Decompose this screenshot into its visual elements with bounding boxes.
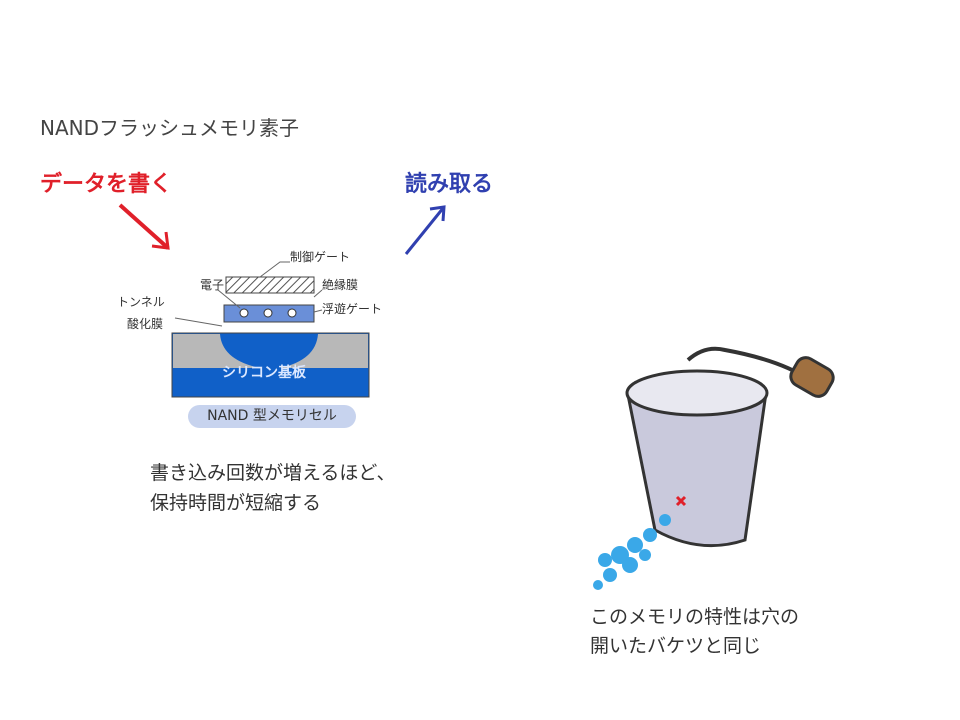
bucket-illustration [593, 346, 835, 590]
insulator-label: 絶縁膜 [322, 278, 359, 292]
tunnel-label: トンネル [117, 295, 165, 309]
control-gate [225, 276, 315, 294]
read-label: 読み取る [405, 172, 494, 197]
write-arrow [118, 203, 170, 250]
electrons [239, 308, 297, 318]
slide-title: NANDフラッシュメモリ素子 [40, 116, 300, 140]
cell-label: NAND 型メモリセル [188, 405, 356, 428]
description: 書き込み回数が増えるほど、 保持時間が短縮する [150, 458, 395, 518]
electron-label: 電子 [200, 278, 225, 292]
substrate-label: シリコン基板 [222, 365, 306, 381]
leader-lines [174, 261, 323, 327]
control-gate-label: 制御ゲート [290, 250, 351, 264]
description-line: 書き込み回数が増えるほど、 [150, 462, 396, 484]
write-label: データを書く [40, 172, 173, 197]
silicon-substrate [171, 332, 370, 398]
description-line: 保持時間が短縮する [150, 492, 322, 514]
caption-line: このメモリの特性は穴の [590, 606, 800, 628]
floating-gate-label: 浮遊ゲート [322, 302, 383, 316]
oxide-label: 酸化膜 [127, 317, 164, 331]
read-arrow [404, 205, 446, 255]
caption-line: 開いたバケツと同じ [590, 635, 762, 657]
bucket-caption: このメモリの特性は穴の 開いたバケツと同じ [590, 603, 799, 661]
